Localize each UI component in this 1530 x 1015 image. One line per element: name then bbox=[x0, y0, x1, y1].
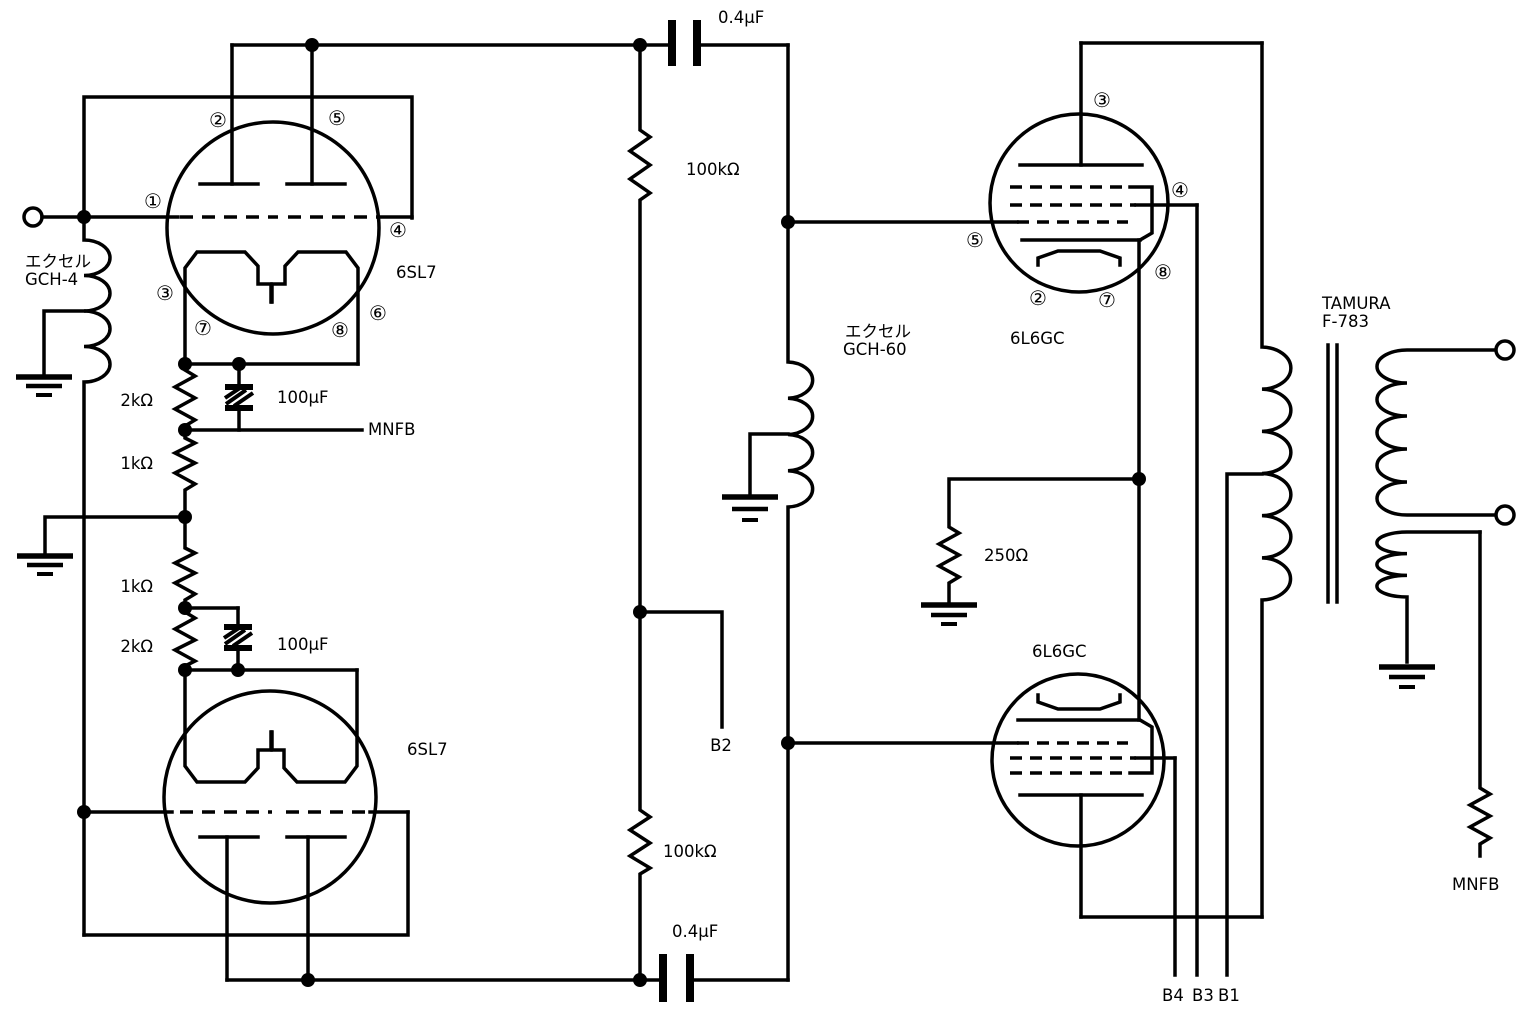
cap-04uf-top-icon bbox=[668, 20, 790, 66]
label-mnfb-left: MNFB bbox=[368, 420, 415, 439]
cathode-bias-network: 2kΩ 1kΩ 1kΩ 2kΩ 100μF 100μF MNFB bbox=[17, 362, 415, 672]
opt-model-label: F-783 bbox=[1322, 312, 1369, 331]
resistor-2k-lower-icon bbox=[171, 606, 199, 672]
label-b1: B1 bbox=[1218, 986, 1240, 1005]
output-transformer: TAMURA F-783 MNFB bbox=[1260, 41, 1516, 919]
choke1-brand-label: エクセル bbox=[25, 252, 91, 271]
interstage-choke-gch60: エクセル GCH-60 bbox=[722, 43, 1019, 982]
v3-type-label: 6L6GC bbox=[1010, 329, 1065, 348]
v1-pin6: ⑥ bbox=[369, 301, 387, 325]
cathode-right-icon bbox=[270, 668, 359, 784]
label-r1k-upper: 1kΩ bbox=[120, 454, 153, 473]
resistor-250-icon bbox=[935, 477, 1141, 603]
v1-pin5: ⑤ bbox=[328, 106, 346, 130]
v3-pin4: ④ bbox=[1171, 178, 1189, 202]
choke-coil-icon bbox=[786, 43, 815, 982]
tube-v3-6l6gc: ③ ④ ⑤ ⑧ ② ⑦ 6L6GC bbox=[966, 41, 1264, 348]
cathode-right-icon bbox=[270, 250, 360, 366]
beam-plate-icon bbox=[1036, 693, 1122, 711]
beam-plate-icon bbox=[1036, 249, 1122, 267]
core-icon bbox=[1326, 343, 1339, 604]
label-r2k-upper: 2kΩ bbox=[120, 391, 153, 410]
cathode-bias-250: 250Ω bbox=[921, 238, 1146, 722]
cathode-left-icon bbox=[183, 250, 273, 366]
v1-pin1: ① bbox=[144, 189, 162, 213]
input-jack-icon bbox=[22, 206, 44, 228]
label-c04-top: 0.4μF bbox=[718, 8, 764, 27]
label-b3: B3 bbox=[1192, 986, 1214, 1005]
opt-brand-label: TAMURA bbox=[1321, 294, 1391, 313]
v3-pin2: ② bbox=[1029, 286, 1047, 310]
primary-winding-icon bbox=[1260, 41, 1293, 919]
v3-pin7: ⑦ bbox=[1098, 288, 1116, 312]
label-b4: B4 bbox=[1162, 986, 1184, 1005]
label-r100k-top: 100kΩ bbox=[686, 160, 740, 179]
label-c100-upper: 100μF bbox=[277, 388, 328, 407]
tube-v4-6l6gc: 6L6GC bbox=[990, 642, 1264, 919]
label-r250: 250Ω bbox=[984, 546, 1028, 565]
output-terminal-bottom-icon bbox=[1494, 504, 1516, 526]
cap-100uf-upper-icon bbox=[223, 362, 255, 432]
choke2-model-label: GCH-60 bbox=[843, 340, 907, 359]
choke2-brand-label: エクセル bbox=[845, 322, 911, 341]
resistor-1k-lower-icon bbox=[171, 515, 199, 610]
v1-pin7: ⑦ bbox=[194, 316, 212, 340]
v4-type-label: 6L6GC bbox=[1032, 642, 1087, 661]
tube-envelope-icon bbox=[990, 672, 1166, 848]
label-c100-lower: 100μF bbox=[277, 635, 328, 654]
resistor-100k-top-icon bbox=[626, 43, 654, 614]
label-c04-bottom: 0.4μF bbox=[672, 922, 718, 941]
feedback-winding-icon bbox=[1375, 530, 1482, 664]
b1-line bbox=[1225, 472, 1264, 977]
choke1-model-label: GCH-4 bbox=[25, 270, 78, 289]
input-choke-gch4: エクセル GCH-4 bbox=[16, 215, 112, 937]
v3-pin8: ⑧ bbox=[1154, 260, 1172, 284]
tube-v1-6sl7: ① ② ③ ④ ⑤ ⑥ ⑦ ⑧ 6SL7 bbox=[82, 38, 674, 371]
coupling-network: 0.4μF 100kΩ B2 100kΩ 0.4μF bbox=[626, 8, 790, 1002]
tube-envelope-icon bbox=[162, 689, 378, 905]
label-r100k-bottom: 100kΩ bbox=[663, 842, 717, 861]
choke-coil-icon bbox=[82, 215, 112, 937]
v3-pin5: ⑤ bbox=[966, 228, 984, 252]
resistor-2k-upper-icon bbox=[171, 362, 199, 432]
mnfb-right-wire bbox=[1466, 530, 1494, 858]
cathode-left-icon bbox=[183, 668, 273, 784]
label-b2: B2 bbox=[710, 736, 732, 755]
v2-type-label: 6SL7 bbox=[407, 740, 448, 759]
output-terminal-top-icon bbox=[1494, 339, 1516, 361]
input-terminal bbox=[22, 206, 180, 228]
v1-pin2: ② bbox=[209, 108, 227, 132]
resistor-1k-upper-icon bbox=[171, 428, 199, 519]
v1-pin3: ③ bbox=[156, 281, 174, 305]
v1-pin4: ④ bbox=[389, 218, 407, 242]
v3-pin3: ③ bbox=[1093, 88, 1111, 112]
v1-pin8: ⑧ bbox=[331, 318, 349, 342]
tube-envelope-icon bbox=[165, 120, 381, 336]
v1-type-label: 6SL7 bbox=[396, 263, 437, 282]
b2-tap-wire bbox=[638, 610, 724, 729]
resistor-100k-bottom-icon bbox=[626, 610, 654, 982]
secondary-winding-icon bbox=[1375, 348, 1498, 517]
tube-envelope-icon bbox=[988, 112, 1170, 294]
tube-v2-6sl7: 6SL7 bbox=[77, 663, 665, 987]
b-supply-lines: B4 B3 B1 bbox=[1162, 203, 1264, 1005]
label-mnfb-right: MNFB bbox=[1452, 875, 1499, 894]
cap-04uf-bottom-icon bbox=[659, 954, 790, 1002]
label-r1k-lower: 1kΩ bbox=[120, 577, 153, 596]
label-r2k-lower: 2kΩ bbox=[120, 637, 153, 656]
cap-100uf-lower-icon bbox=[222, 606, 254, 672]
